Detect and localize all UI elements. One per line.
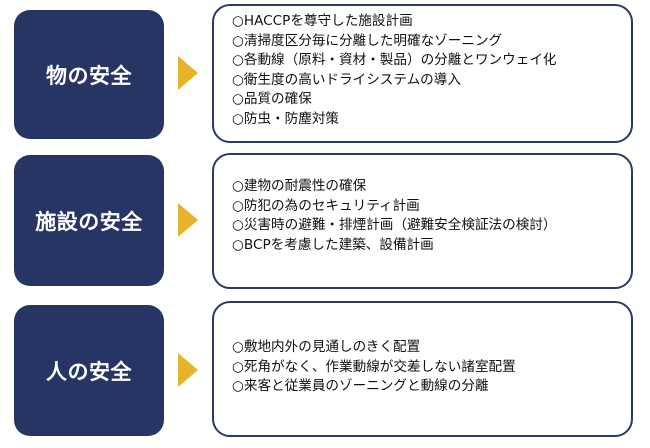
list-item: ○災害時の避難・排煙計画（避難安全検証法の検討） — [232, 217, 557, 233]
section-label-box: 物の安全 — [14, 10, 164, 139]
item-list: ○HACCPを尊守した施設計画 ○清掃度区分毎に分離した明確なゾーニング ○各動… — [232, 12, 631, 129]
list-item: ○防虫・防塵対策 — [232, 110, 340, 127]
list-item: ○建物の耐震性の確保 — [232, 178, 367, 194]
list-item: ○各動線（原料・資材・製品）の分離とワンウェイ化 — [232, 52, 557, 68]
section-label: 物の安全 — [46, 63, 132, 88]
list-item: ○敷地内外の見通しのきく配置 — [232, 339, 421, 355]
list-item: ○来客と従業員のゾーニングと動線の分離 — [232, 378, 489, 394]
item-list: ○建物の耐震性の確保 ○防犯の為のセキュリティ計画 ○災害時の避難・排煙計画（避… — [232, 177, 631, 255]
section-items-box: ○HACCPを尊守した施設計画 ○清掃度区分毎に分離した明確なゾーニング ○各動… — [212, 4, 633, 143]
section-label: 施設の安全 — [35, 209, 143, 234]
list-item: ○死角がなく、作業動線が交差しない諸室配置 — [232, 358, 516, 375]
list-item: ○防犯の為のセキュリティ計画 — [232, 197, 420, 214]
list-item: ○BCPを考慮した建築、設備計画 — [232, 236, 434, 253]
section-label: 人の安全 — [46, 359, 132, 384]
list-item: ○品質の確保 — [232, 91, 312, 107]
section-items-box: ○建物の耐震性の確保 ○防犯の為のセキュリティ計画 ○災害時の避難・排煙計画（避… — [212, 153, 633, 289]
section-label-box: 施設の安全 — [14, 155, 164, 286]
section-label-box: 人の安全 — [14, 305, 164, 436]
arrow-right-icon — [178, 353, 198, 387]
list-item: ○HACCPを尊守した施設計画 — [232, 13, 413, 29]
arrow-right-icon — [178, 56, 198, 90]
list-item: ○衛生度の高いドライシステムの導入 — [232, 71, 461, 88]
section-items-box: ○敷地内外の見通しのきく配置 ○死角がなく、作業動線が交差しない諸室配置 ○来客… — [212, 301, 633, 437]
list-item: ○清掃度区分毎に分離した明確なゾーニング — [232, 32, 503, 49]
arrow-right-icon — [178, 203, 198, 237]
item-list: ○敷地内外の見通しのきく配置 ○死角がなく、作業動線が交差しない諸室配置 ○来客… — [232, 338, 631, 397]
